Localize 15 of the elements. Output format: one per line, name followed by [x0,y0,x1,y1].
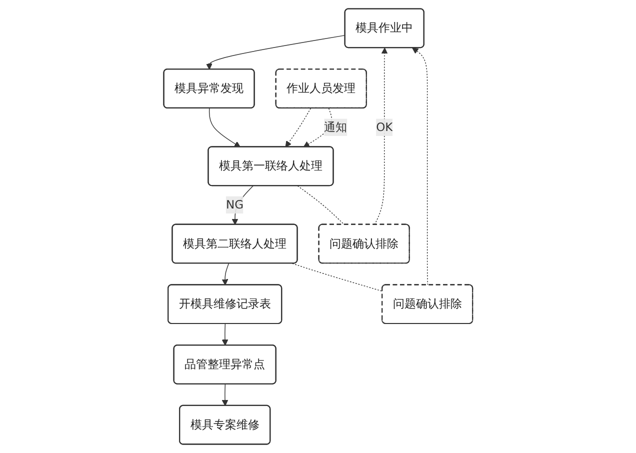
edge-label: OK [376,120,392,134]
flowchart: 模具作业中 模具异常发现 作业人员发理 通知 OK 模具第一联络人处理 NG 模具第二联络人处理 问题确认排除 开模具维修记录表 问题确认排除 品管整理异常点 模具专案维修 [158,3,478,450]
arrow [208,108,240,148]
arrow [222,263,229,286]
arrow [232,186,254,225]
arrow [222,324,228,346]
edge-label: 通知 [324,120,347,134]
arrow [222,384,228,406]
connector [292,263,383,292]
arrow [374,48,388,226]
arrow [285,108,311,148]
arrow [412,48,428,286]
edge-label: NG [226,198,244,212]
arrow [206,34,346,70]
connector [297,186,344,226]
